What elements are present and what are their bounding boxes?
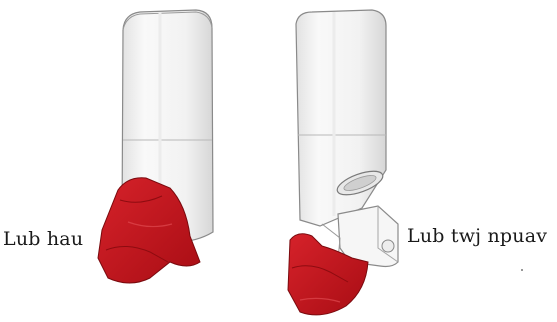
left-inhaler <box>98 10 213 283</box>
label-cap: Lub hau <box>3 228 83 250</box>
right-mouthpiece-hole <box>382 240 394 252</box>
right-inhaler <box>288 10 398 315</box>
label-mouthpiece: Lub twj npuav <box>407 225 547 247</box>
